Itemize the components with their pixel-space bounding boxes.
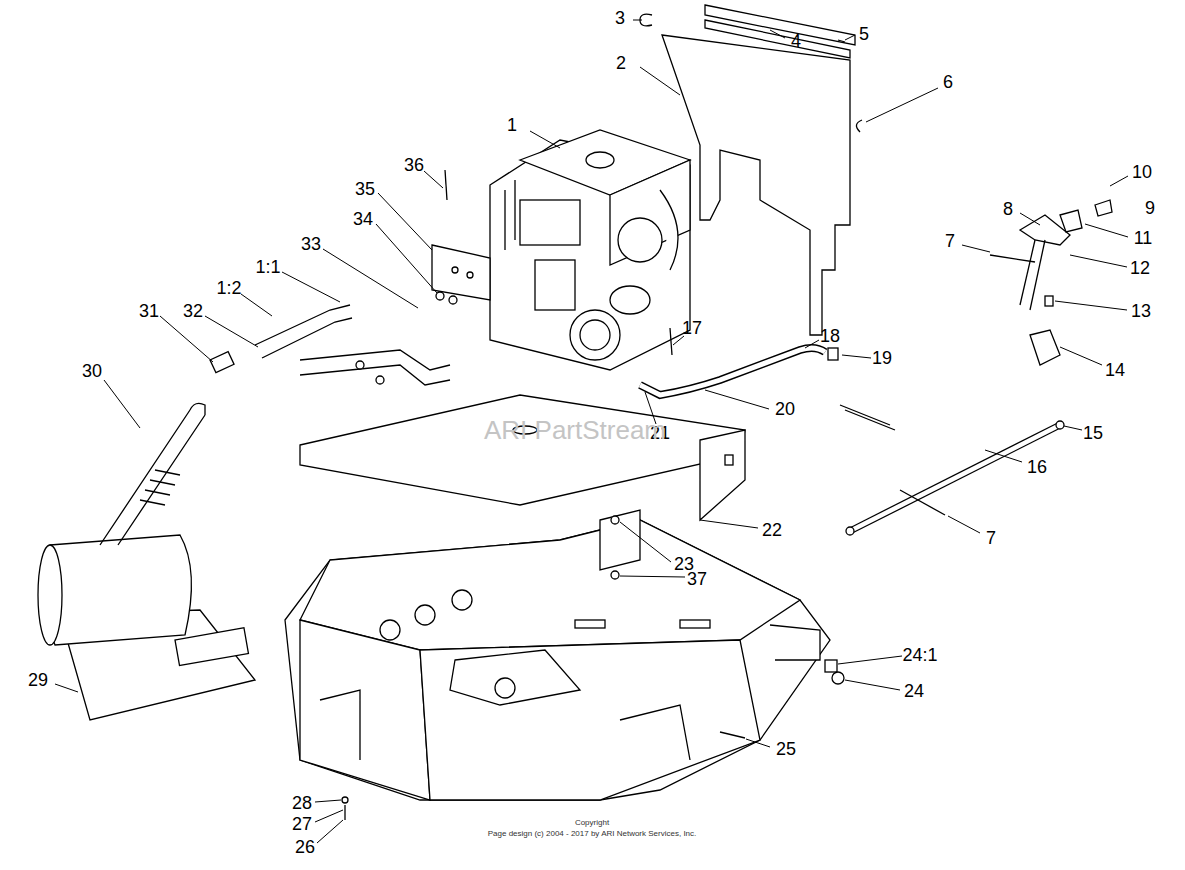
callout-number: 7 <box>945 232 955 250</box>
frame <box>285 520 830 800</box>
callout-number: 1 <box>507 116 517 134</box>
callout-number: 3 <box>615 9 625 27</box>
callout-number: 25 <box>776 740 796 758</box>
callout-number: 22 <box>762 521 782 539</box>
callout-number: 33 <box>301 235 321 253</box>
fuel-line <box>640 328 895 430</box>
callout-number: 26 <box>295 838 315 856</box>
callout-number: 20 <box>775 400 795 418</box>
callout-number: 10 <box>1132 163 1152 181</box>
control-lever <box>990 200 1112 365</box>
callout-number: 13 <box>1131 302 1151 320</box>
copyright-note: Copyright <box>575 819 609 827</box>
callout-number: 6 <box>943 73 953 91</box>
shroud <box>640 5 862 335</box>
callout-number: 18 <box>820 327 840 345</box>
engine-plate <box>300 395 745 570</box>
callout-number: 17 <box>682 319 702 337</box>
callout-number: 32 <box>183 302 203 320</box>
callout-number: 27 <box>292 815 312 833</box>
callout-number: 36 <box>404 156 424 174</box>
callout-number: 1:2 <box>216 279 241 297</box>
engine <box>490 130 690 370</box>
callout-number: 9 <box>1145 199 1155 217</box>
control-rod <box>846 421 1064 535</box>
callout-number: 14 <box>1105 361 1125 379</box>
callout-number: 12 <box>1130 259 1150 277</box>
callout-number: 4 <box>791 32 801 50</box>
callout-number: 35 <box>355 180 375 198</box>
copyright-note: Page design (c) 2004 - 2017 by ARI Netwo… <box>488 830 697 838</box>
watermark: ARI PartStream <box>484 417 666 443</box>
callout-number: 28 <box>292 794 312 812</box>
callout-number: 24:1 <box>902 646 937 664</box>
leader-lines <box>55 20 1128 843</box>
callout-number: 15 <box>1083 424 1103 442</box>
callout-number: 24 <box>904 682 924 700</box>
callout-number: 37 <box>687 570 707 588</box>
callout-number: 31 <box>139 302 159 320</box>
callout-number: 5 <box>859 25 869 43</box>
callout-number: 2 <box>616 54 626 72</box>
callout-number: 19 <box>872 349 892 367</box>
callout-number: 16 <box>1027 458 1047 476</box>
callout-number: 11 <box>1134 229 1153 247</box>
callout-number: 1:1 <box>255 258 280 276</box>
callout-number: 34 <box>353 210 373 228</box>
exhaust-system <box>38 170 844 820</box>
callout-number: 7 <box>986 529 996 547</box>
callout-number: 30 <box>82 362 102 380</box>
callout-number: 8 <box>1003 200 1013 218</box>
callout-number: 29 <box>28 671 48 689</box>
